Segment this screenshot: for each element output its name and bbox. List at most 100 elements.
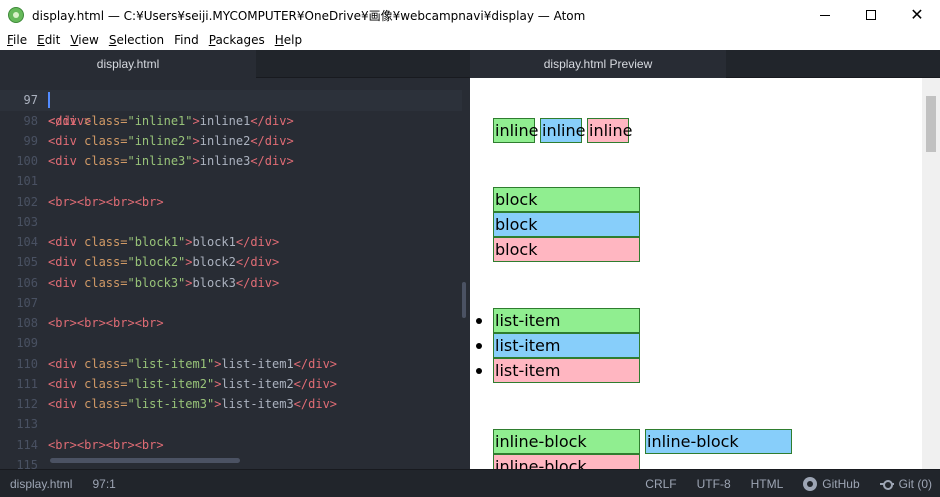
line-number: 107 xyxy=(16,295,38,310)
code-token: "block2" xyxy=(127,255,186,270)
editor-horizontal-scrollbar[interactable] xyxy=(50,458,240,463)
menu-help[interactable]: Help xyxy=(270,33,307,47)
tab-display-html-preview[interactable]: display.html Preview xyxy=(470,50,726,78)
code-line: <div class="inline1">inline1</div> xyxy=(48,111,294,131)
editor-line: 99<div class="inline2">inline2</div> xyxy=(0,131,462,151)
status-file-name[interactable]: display.html xyxy=(10,476,73,491)
menu-mnemonic: F xyxy=(174,33,181,47)
line-number: 111 xyxy=(16,376,38,391)
code-token: class= xyxy=(84,255,128,270)
maximize-button[interactable] xyxy=(848,0,894,30)
menu-mnemonic: E xyxy=(37,33,45,47)
code-line: </div> xyxy=(48,113,92,128)
editor-line: 107 xyxy=(0,293,462,313)
minimize-icon xyxy=(820,14,830,16)
code-token: "block3" xyxy=(127,275,186,290)
code-token: <div xyxy=(48,397,85,411)
menu-label: iew xyxy=(78,33,99,47)
code-token: </div> xyxy=(235,255,280,270)
menu-label: elp xyxy=(283,33,303,47)
code-token: class= xyxy=(84,356,128,371)
menu-mnemonic: F xyxy=(7,33,14,47)
editor-vertical-scrollbar[interactable] xyxy=(462,282,466,318)
line-number: 99 xyxy=(23,133,38,148)
menu-view[interactable]: View xyxy=(65,33,103,47)
line-number: 106 xyxy=(16,275,38,290)
editor-line: 109 xyxy=(0,333,462,353)
editor-line: 110<div class="list-item1">list-item1</d… xyxy=(0,354,462,374)
editor-line: 101 xyxy=(0,171,462,191)
list-bullet xyxy=(476,318,482,324)
list-bullet xyxy=(476,368,482,374)
editor-line: 114<br><br><br><br> xyxy=(0,435,462,455)
code-token: > xyxy=(192,133,200,148)
status-line-ending[interactable]: CRLF xyxy=(645,477,677,491)
preview-scrollbar[interactable] xyxy=(922,78,940,469)
status-bar: display.html 97:1 CRLF UTF-8 HTML GitHub… xyxy=(0,469,940,497)
menu-mnemonic: H xyxy=(274,33,284,47)
code-token: "inline1" xyxy=(127,113,193,128)
github-icon xyxy=(803,477,818,491)
code-token: <br><br><br><br> xyxy=(48,316,164,330)
code-token: > xyxy=(185,255,193,270)
code-token: </div> xyxy=(293,397,338,411)
menu-edit[interactable]: Edit xyxy=(32,33,65,47)
editor-line: 112<div class="list-item3">list-item3</d… xyxy=(0,394,462,414)
code-token: list-item2 xyxy=(221,376,294,391)
tab-display-html[interactable]: display.html xyxy=(0,50,256,78)
window-title: display.html — C:¥Users¥seiji.MYCOMPUTER… xyxy=(32,8,586,23)
preview-inline-1: inline xyxy=(493,118,538,143)
menu-mnemonic: V xyxy=(70,33,79,47)
text-cursor xyxy=(48,92,50,109)
code-line: <div class="block3">block3</div> xyxy=(48,273,279,293)
line-number: 112 xyxy=(16,397,38,411)
code-token: </div> xyxy=(250,113,294,128)
line-number: 108 xyxy=(16,316,38,330)
close-button[interactable]: ✕ xyxy=(894,0,940,30)
code-token: > xyxy=(192,154,200,168)
menu-find[interactable]: Find xyxy=(169,33,204,47)
preview-list-item-1: list-item xyxy=(493,308,640,333)
preview-scrollbar-thumb[interactable] xyxy=(926,96,936,152)
line-number: 113 xyxy=(16,417,38,432)
code-line: <div class="block2">block2</div> xyxy=(48,252,279,272)
code-token: <div xyxy=(48,356,85,371)
editor-line: 104<div class="block1">block1</div> xyxy=(0,232,462,252)
code-token: </div> xyxy=(250,133,294,148)
code-line: <div class="inline3">inline3</div> xyxy=(48,151,294,171)
editor-line: 115 xyxy=(0,455,462,469)
status-grammar[interactable]: HTML xyxy=(750,477,784,491)
workspace: display.html display.html Preview 96 </d… xyxy=(0,50,940,469)
maximize-icon xyxy=(866,10,876,20)
menu-file[interactable]: File xyxy=(2,33,32,47)
git-commit-icon xyxy=(879,477,894,491)
menu-mnemonic: P xyxy=(208,33,216,47)
line-number: 114 xyxy=(16,437,38,452)
editor-line: 102 <br><br><br><br> xyxy=(0,192,462,212)
code-token: <div xyxy=(48,113,85,128)
menu-selection[interactable]: Selection xyxy=(104,33,169,47)
menu-packages[interactable]: Packages xyxy=(204,33,270,47)
status-cursor-position[interactable]: 97:1 xyxy=(92,476,116,491)
menu-label: election xyxy=(116,33,165,47)
code-token: class= xyxy=(84,113,128,128)
list-bullet xyxy=(476,343,482,349)
status-github[interactable]: GitHub xyxy=(803,477,860,491)
editor-line: 98<div class="inline1">inline1</div> xyxy=(0,111,462,131)
code-token: list-item3 xyxy=(221,397,294,411)
status-git-label: Git (0) xyxy=(898,477,932,491)
preview-block-1: block xyxy=(493,187,640,212)
line-number: 102 xyxy=(16,194,38,209)
minimize-button[interactable] xyxy=(802,0,848,30)
preview-inline-block-2: inline-block xyxy=(645,429,792,454)
status-git[interactable]: Git (0) xyxy=(879,477,932,491)
code-token: <div xyxy=(48,133,85,148)
code-token: <div xyxy=(48,235,85,249)
code-line: <br><br><br><br> xyxy=(48,192,164,212)
status-encoding[interactable]: UTF-8 xyxy=(696,477,731,491)
code-token: <div xyxy=(48,376,85,391)
code-line: <br><br><br><br> xyxy=(48,313,164,333)
code-token: inline1 xyxy=(199,113,251,128)
preview-list-item-3: list-item xyxy=(493,358,640,383)
